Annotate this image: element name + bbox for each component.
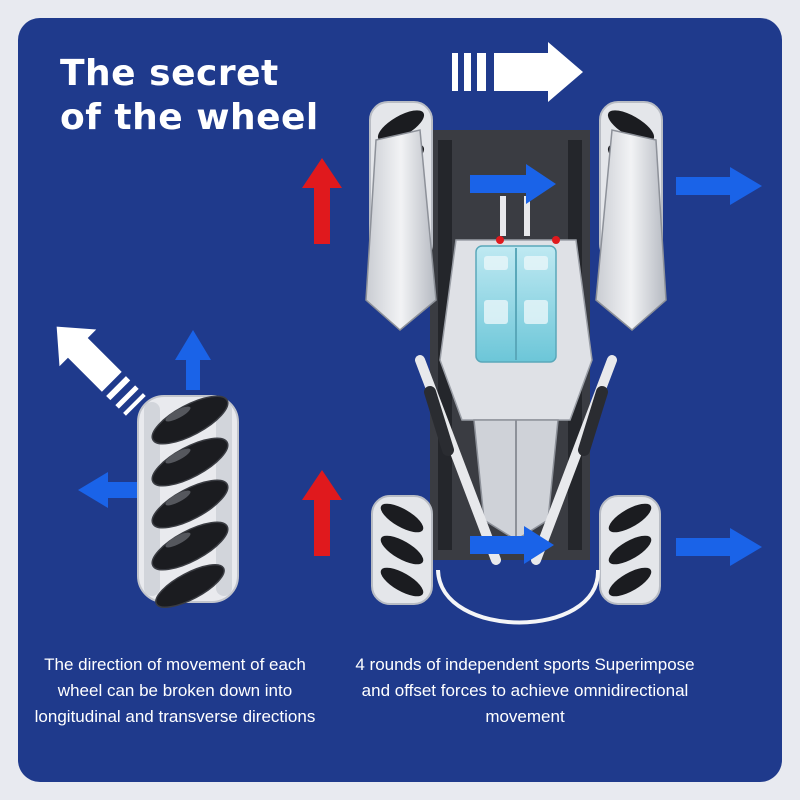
title-line-2: of the wheel	[60, 97, 319, 138]
caption-wheel-direction: The direction of movement of each wheel …	[34, 655, 316, 726]
up-arrow-icon	[175, 330, 211, 390]
caption-omnidirectional: 4 rounds of independent sports Superimpo…	[355, 655, 695, 726]
title-line-1: The secret	[60, 53, 279, 94]
right-arrow-top-outer-icon	[676, 167, 762, 205]
robot-vehicle	[365, 101, 667, 625]
right-arrow-top-inner-icon	[470, 164, 556, 204]
diagonal-arrow-icon	[56, 326, 146, 416]
page-title: The secret of the wheel	[60, 52, 320, 140]
red-up-arrow-bottom-icon	[302, 470, 342, 556]
left-arrow-icon	[78, 472, 140, 508]
right-arrow-bottom-outer-icon	[676, 528, 762, 566]
mecanum-wheel	[137, 395, 239, 608]
right-arrow-bottom-inner-icon	[470, 526, 554, 564]
red-up-arrow-top-icon	[302, 158, 342, 244]
forward-arrow-icon	[452, 42, 583, 102]
